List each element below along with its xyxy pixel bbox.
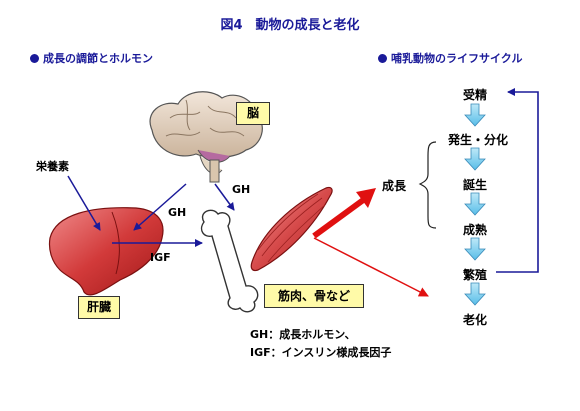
- right-section-header: 哺乳動物のライフサイクル: [378, 50, 522, 66]
- reproduction-loop-arrow: [496, 88, 539, 273]
- left-section-header: 成長の調節とホルモン: [30, 50, 153, 66]
- growth-brace: [418, 141, 437, 229]
- figure-title: 図4 動物の成長と老化: [220, 18, 360, 33]
- stage-birth: 誕生: [462, 178, 487, 192]
- gh-label-lower: GH: [168, 206, 187, 219]
- growth-label: 成長: [382, 179, 407, 193]
- bullet-icon: [378, 54, 387, 63]
- bone-illustration: [200, 209, 259, 313]
- aging-arrow: [313, 237, 429, 297]
- liver-label: 肝臓: [78, 296, 120, 319]
- stage-aging: 老化: [462, 313, 487, 327]
- stage-maturity: 成熟: [462, 223, 487, 237]
- gh-label-upper: GH: [232, 183, 251, 196]
- muscle-illustration: [250, 186, 333, 272]
- gh-brain-to-liver-arrow: [133, 183, 187, 231]
- nutrients-arrow: [67, 175, 101, 231]
- gh-brain-to-bone-arrow: [214, 183, 235, 211]
- stage-reproduction: 繁殖: [462, 268, 487, 282]
- right-section-header-text: 哺乳動物のライフサイクル: [391, 52, 523, 65]
- nutrients-label: 栄養素: [36, 160, 69, 173]
- tissues-label: 筋肉、骨など: [264, 284, 364, 308]
- stage-fertilization: 受精: [462, 88, 487, 102]
- bullet-icon: [30, 54, 39, 63]
- igf-label: IGF: [150, 251, 171, 264]
- legend-gh: GH：成長ホルモン、: [250, 328, 356, 341]
- brain-label: 脳: [236, 102, 270, 125]
- stage-development: 発生・分化: [447, 133, 508, 147]
- lifecycle-arrows: [464, 103, 486, 306]
- liver-illustration: [48, 207, 164, 296]
- growth-arrow: [312, 195, 368, 239]
- legend-igf: IGF：インスリン様成長因子: [250, 346, 392, 359]
- left-section-header-text: 成長の調節とホルモン: [43, 52, 153, 65]
